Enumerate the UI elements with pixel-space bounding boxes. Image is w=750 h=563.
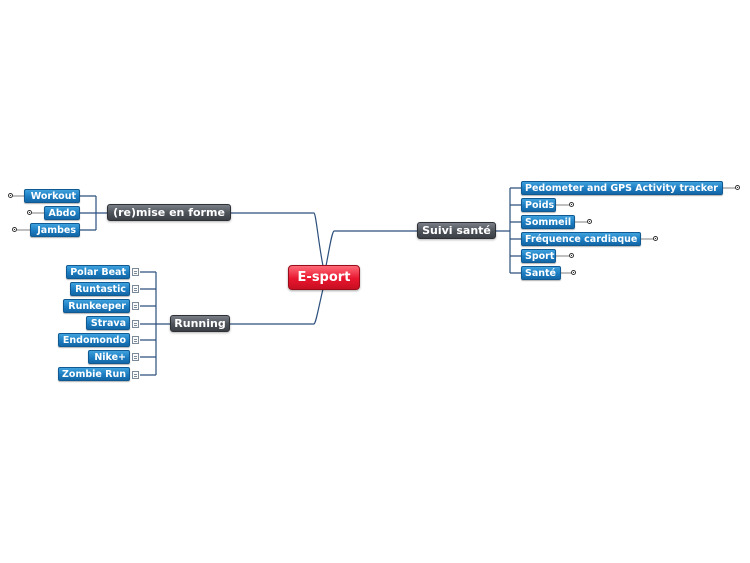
leaf-sommeil[interactable]: Sommeil (521, 215, 575, 229)
note-icon[interactable] (132, 320, 139, 328)
root-node[interactable]: E-sport (288, 265, 360, 290)
branch-suivi-sante[interactable]: Suivi santé (417, 222, 496, 239)
connector-running-leaves (140, 271, 170, 376)
connector-root-suivi (325, 230, 417, 267)
leaf-poids[interactable]: Poids (521, 198, 556, 212)
collapse-dot-icon[interactable] (569, 253, 574, 258)
note-icon[interactable] (132, 371, 139, 379)
collapse-dot-icon[interactable] (569, 202, 574, 207)
leaf-polar-beat[interactable]: Polar Beat (66, 265, 130, 279)
note-icon[interactable] (132, 336, 139, 344)
collapse-dot-icon[interactable] (12, 227, 17, 232)
connector-root-running (230, 288, 324, 325)
branch-remise-en-forme[interactable]: (re)mise en forme (107, 204, 231, 221)
collapse-dot-icon[interactable] (8, 193, 13, 198)
leaf-strava[interactable]: Strava (86, 316, 130, 330)
branch-running[interactable]: Running (170, 315, 230, 332)
leaf-runkeeper[interactable]: Runkeeper (63, 299, 130, 313)
leaf-pedometer[interactable]: Pedometer and GPS Activity tracker (521, 181, 723, 195)
leaf-sante[interactable]: Santé (521, 266, 561, 280)
connector-remise-leaves (80, 195, 107, 231)
note-icon[interactable] (132, 302, 139, 310)
collapse-dot-icon[interactable] (27, 210, 32, 215)
collapse-dot-icon[interactable] (571, 270, 576, 275)
collapse-dot-icon[interactable] (587, 219, 592, 224)
leaf-endomondo[interactable]: Endomondo (58, 333, 130, 347)
connector-root-remise (230, 212, 324, 267)
connector-suivi-leaves (496, 187, 521, 274)
collapse-dot-icon[interactable] (735, 185, 740, 190)
collapse-dot-icon[interactable] (653, 236, 658, 241)
leaf-nike-plus[interactable]: Nike+ (88, 350, 130, 364)
note-icon[interactable] (132, 268, 139, 276)
leaf-frequence-cardiaque[interactable]: Fréquence cardiaque (521, 232, 641, 246)
leaf-workout[interactable]: Workout (24, 189, 80, 203)
leaf-sport[interactable]: Sport (521, 249, 556, 263)
leaf-zombie-run[interactable]: Zombie Run (58, 367, 130, 381)
note-icon[interactable] (132, 353, 139, 361)
leaf-runtastic[interactable]: Runtastic (70, 282, 130, 296)
leaf-abdo[interactable]: Abdo (44, 206, 80, 220)
leaf-jambes[interactable]: Jambes (30, 223, 80, 237)
note-icon[interactable] (132, 285, 139, 293)
